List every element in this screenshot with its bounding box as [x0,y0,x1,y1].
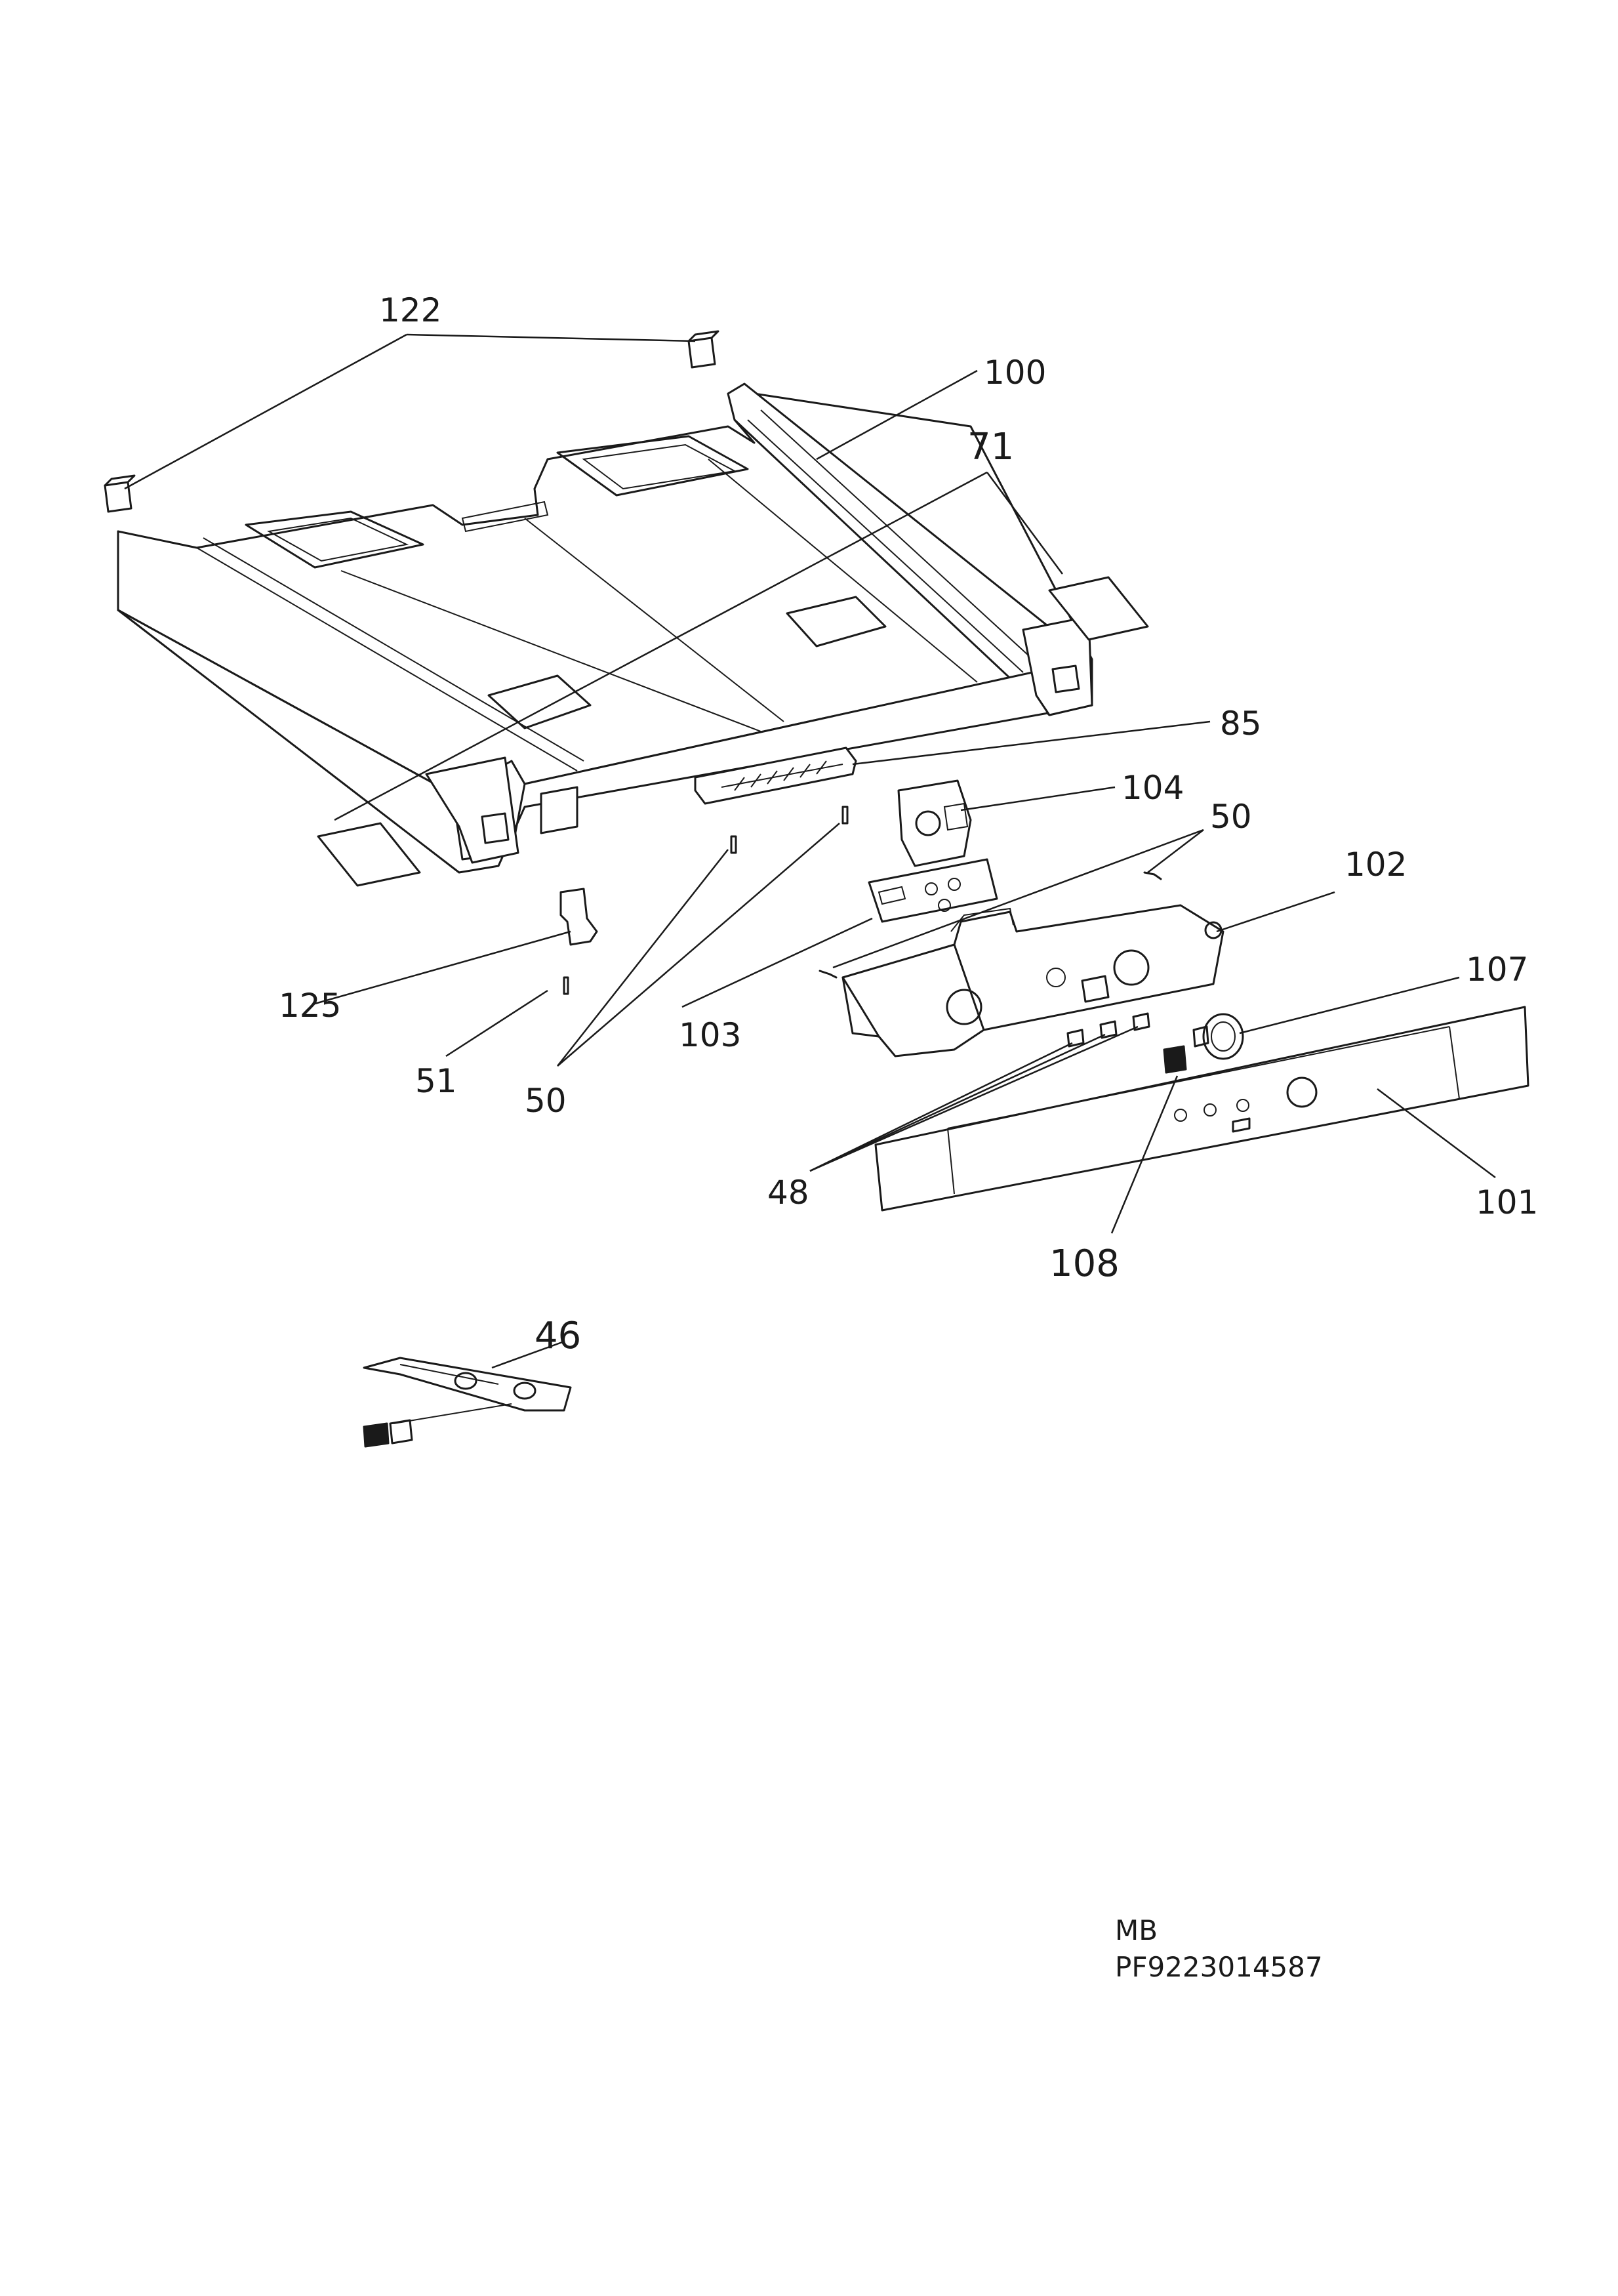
part-125-bracket [559,888,598,946]
callout-102: 102 [1345,846,1407,884]
part-108-button [1163,1045,1187,1074]
callout-122: 122 [379,291,441,329]
callout-50-lower: 50 [525,1082,567,1120]
callout-103: 103 [679,1016,741,1054]
part-102-control-housing [841,904,1224,1057]
model-code: MB PF9223014587 [1115,1912,1323,1986]
callout-85: 85 [1220,705,1262,743]
part-107-knob [1192,1013,1244,1060]
model-label: MB [1115,1914,1158,1946]
callout-48: 48 [767,1174,809,1212]
part-51-50-screws [563,806,1162,995]
callout-50-upper: 50 [1210,798,1252,836]
part-122-end-caps [104,330,719,513]
part-46-bracket-assembly [363,1357,572,1448]
part-104-switch [897,779,972,867]
callout-51: 51 [415,1062,457,1100]
callout-125: 125 [279,987,341,1025]
callout-104: 104 [1122,769,1184,807]
callout-108: 108 [1049,1242,1120,1285]
part-101-front-panel [874,1006,1529,1212]
part-number: PF9223014587 [1115,1951,1323,1983]
callout-107: 107 [1466,951,1528,989]
callout-46: 46 [535,1315,581,1357]
leader-lines [124,333,1496,1369]
part-103-pcb [868,858,998,923]
part-85-connector [694,747,857,805]
callout-labels: 122 100 71 85 104 50 102 107 125 103 51 … [279,291,1538,1357]
callout-100: 100 [984,354,1046,392]
callout-101: 101 [1476,1183,1538,1221]
callout-71: 71 [967,426,1014,468]
part-71-covers [317,576,1149,887]
part-100-top-tray [117,382,1093,874]
part-48-light-pipes [1066,1012,1150,1048]
